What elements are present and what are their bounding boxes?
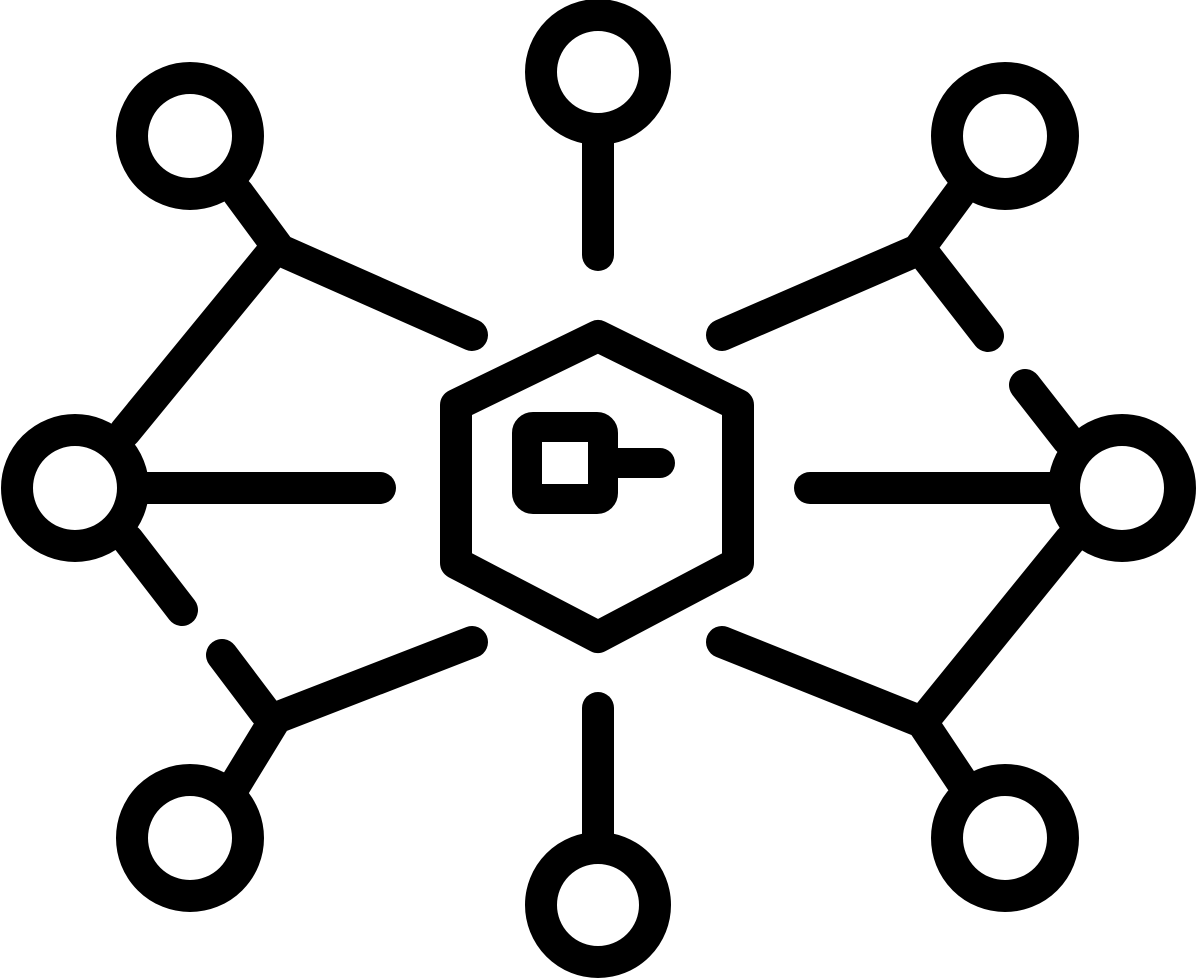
link-right-up bbox=[1009, 369, 1084, 456]
node-bottom bbox=[525, 832, 671, 978]
node-top bbox=[525, 0, 671, 145]
center-hexagon bbox=[440, 320, 754, 653]
link-bottom-left-up bbox=[206, 639, 281, 728]
link-top-right-down bbox=[909, 239, 1004, 352]
link-top-left-to-left bbox=[109, 239, 286, 448]
node-bottom-left bbox=[116, 764, 264, 912]
node-top-right bbox=[931, 62, 1079, 210]
node-top-left bbox=[116, 62, 264, 210]
link-left-down bbox=[112, 524, 198, 626]
link-bottom-right-to-right bbox=[912, 524, 1086, 731]
node-left bbox=[1, 414, 149, 562]
node-bottom-right bbox=[931, 764, 1079, 912]
